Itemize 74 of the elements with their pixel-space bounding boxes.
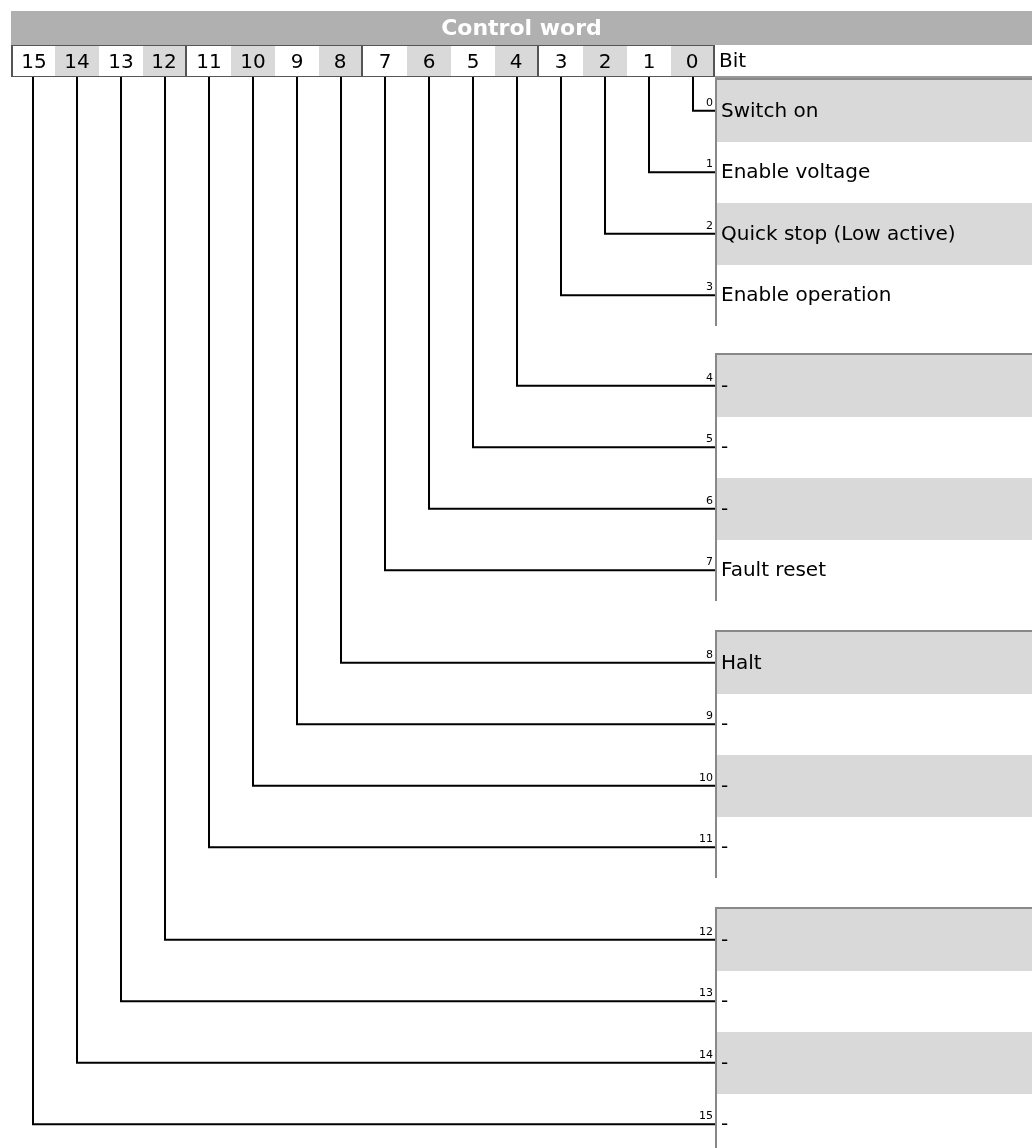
bit-cell: 6: [407, 45, 451, 77]
bit-number: 12: [698, 925, 713, 938]
description-group: [715, 630, 1032, 878]
leader-line: [428, 76, 716, 510]
bit-number: 11: [698, 833, 713, 846]
description-row: [717, 632, 1032, 694]
bit-cell: 12: [143, 45, 187, 77]
bit-description: -: [721, 433, 729, 460]
leader-line: [604, 76, 716, 235]
leader-line: [252, 76, 716, 787]
leader-line: [472, 76, 716, 449]
leader-line: [560, 76, 716, 297]
bit-cell: 0: [671, 45, 715, 77]
column-label: Bit: [715, 45, 1032, 78]
bit-cell: 14: [55, 45, 99, 77]
bit-description: -: [721, 833, 729, 860]
leader-line: [692, 76, 716, 112]
bit-number: 3: [705, 281, 713, 294]
bit-number: 9: [705, 710, 713, 723]
bit-cell: 13: [99, 45, 143, 77]
bit-number: 4: [705, 371, 713, 384]
description-group: [715, 78, 1032, 326]
bit-number: 0: [705, 96, 713, 109]
bit-number: 15: [698, 1110, 713, 1123]
description-row: [717, 909, 1032, 971]
bit-description: -: [721, 925, 729, 952]
bit-description: -: [721, 494, 729, 521]
description-group: [715, 907, 1032, 1148]
bit-description: Quick stop (Low active): [721, 219, 956, 246]
bit-cell: 7: [363, 45, 407, 77]
bit-cell: 9: [275, 45, 319, 77]
bit-cell: 15: [11, 45, 55, 77]
bit-cell: 11: [187, 45, 231, 77]
bit-description: -: [721, 1110, 729, 1137]
bit-cell: 1: [627, 45, 671, 77]
bit-number: 8: [705, 648, 713, 661]
bit-description: Halt: [721, 648, 762, 675]
description-row: [717, 203, 1032, 265]
bit-number: 14: [698, 1048, 713, 1061]
bit-number: 1: [705, 158, 713, 171]
leader-line: [340, 76, 716, 664]
bit-description: Enable voltage: [721, 158, 871, 185]
bit-number: 6: [705, 494, 713, 507]
description-row: [717, 355, 1032, 417]
bit-cell: 3: [539, 45, 583, 77]
bit-cell: 10: [231, 45, 275, 77]
leader-line: [516, 76, 716, 387]
bit-description: -: [721, 771, 729, 798]
bit-description: -: [721, 987, 729, 1014]
bit-number: 13: [698, 987, 713, 1000]
bit-description: Switch on: [721, 96, 819, 123]
bit-number: 2: [705, 219, 713, 232]
bit-description: -: [721, 1048, 729, 1075]
description-row: [717, 478, 1032, 540]
leader-line: [648, 76, 716, 174]
bit-description: -: [721, 710, 729, 737]
leader-line: [208, 76, 716, 849]
leader-line: [296, 76, 716, 726]
bit-cell: 4: [495, 45, 539, 77]
bit-cell: 8: [319, 45, 363, 77]
bit-number: 10: [698, 771, 713, 784]
description-row: [717, 1032, 1032, 1094]
bit-number: 5: [705, 433, 713, 446]
bit-description: Enable operation: [721, 281, 892, 308]
bit-description: Fault reset: [721, 556, 826, 583]
title-bar: Control word: [11, 11, 1032, 45]
description-group: [715, 353, 1032, 601]
description-row: [717, 755, 1032, 817]
leader-line: [384, 76, 716, 572]
description-row: [717, 80, 1032, 142]
bit-cell: 5: [451, 45, 495, 77]
bit-cell: 2: [583, 45, 627, 77]
bit-description: -: [721, 371, 729, 398]
bit-number: 7: [705, 556, 713, 569]
